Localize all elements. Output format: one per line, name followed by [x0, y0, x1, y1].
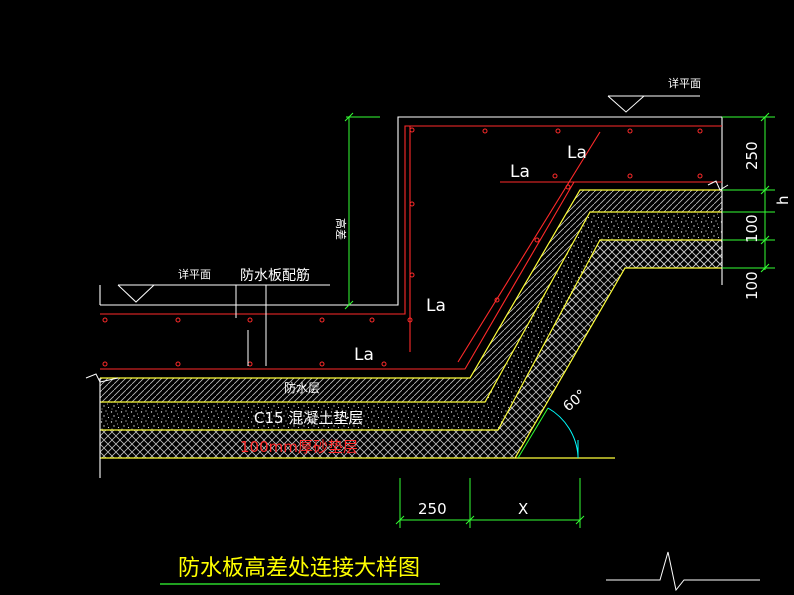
c15-layer-fill — [100, 212, 722, 430]
la-label-top-1: La — [567, 143, 587, 163]
break-line-icon — [85, 180, 760, 592]
angle-label: 60° — [560, 387, 589, 415]
dim-100-a: 100 — [743, 214, 761, 243]
dim-h: h — [774, 195, 792, 205]
rebar-leader — [235, 285, 267, 366]
la-label-top-2: La — [510, 162, 530, 182]
sand-bottom-line — [100, 267, 722, 459]
dimensions — [344, 112, 775, 528]
c15-layer-label: C15 混凝土垫层 — [254, 409, 363, 427]
dim-x: X — [518, 500, 528, 518]
waterproof-bottom-line — [100, 211, 722, 403]
rebar-bottom-lower — [100, 181, 722, 370]
sand-layer-slope — [498, 240, 722, 458]
la-label-mid: La — [426, 296, 446, 316]
dim-250-bottom: 250 — [418, 500, 447, 518]
waterproof-top-line — [100, 189, 722, 379]
waterproof-layer-fill — [100, 190, 722, 402]
dim-250-right: 250 — [743, 141, 761, 170]
rebar-group — [100, 125, 722, 370]
dim-100-b: 100 — [743, 271, 761, 300]
angle-arc — [547, 407, 579, 457]
drawing-title: 防水板高差处连接大样图 — [178, 556, 420, 581]
rebar-top-lower — [100, 125, 722, 315]
la-label-bottom: La — [354, 345, 374, 365]
layers-group — [100, 189, 722, 459]
height-diff-label: 高差 — [334, 218, 348, 240]
level-triangle-icon — [117, 95, 700, 303]
rebar-dots — [102, 127, 703, 367]
text-group: 详平面 详平面 防水板配筋 高差 La La La La 防水层 C15 混凝土… — [178, 76, 792, 581]
finish-level-right-label: 详平面 — [668, 76, 701, 90]
rebar-slope-upper — [457, 131, 601, 363]
finish-level-left-label: 详平面 — [178, 267, 211, 281]
waterproof-layer-label: 防水层 — [284, 380, 320, 395]
c15-bottom-line — [100, 239, 722, 431]
sand-layer-label: 100mm厚砂垫层 — [240, 438, 358, 456]
slab-rebar-label: 防水板配筋 — [240, 267, 310, 284]
slab-outline — [99, 116, 723, 478]
